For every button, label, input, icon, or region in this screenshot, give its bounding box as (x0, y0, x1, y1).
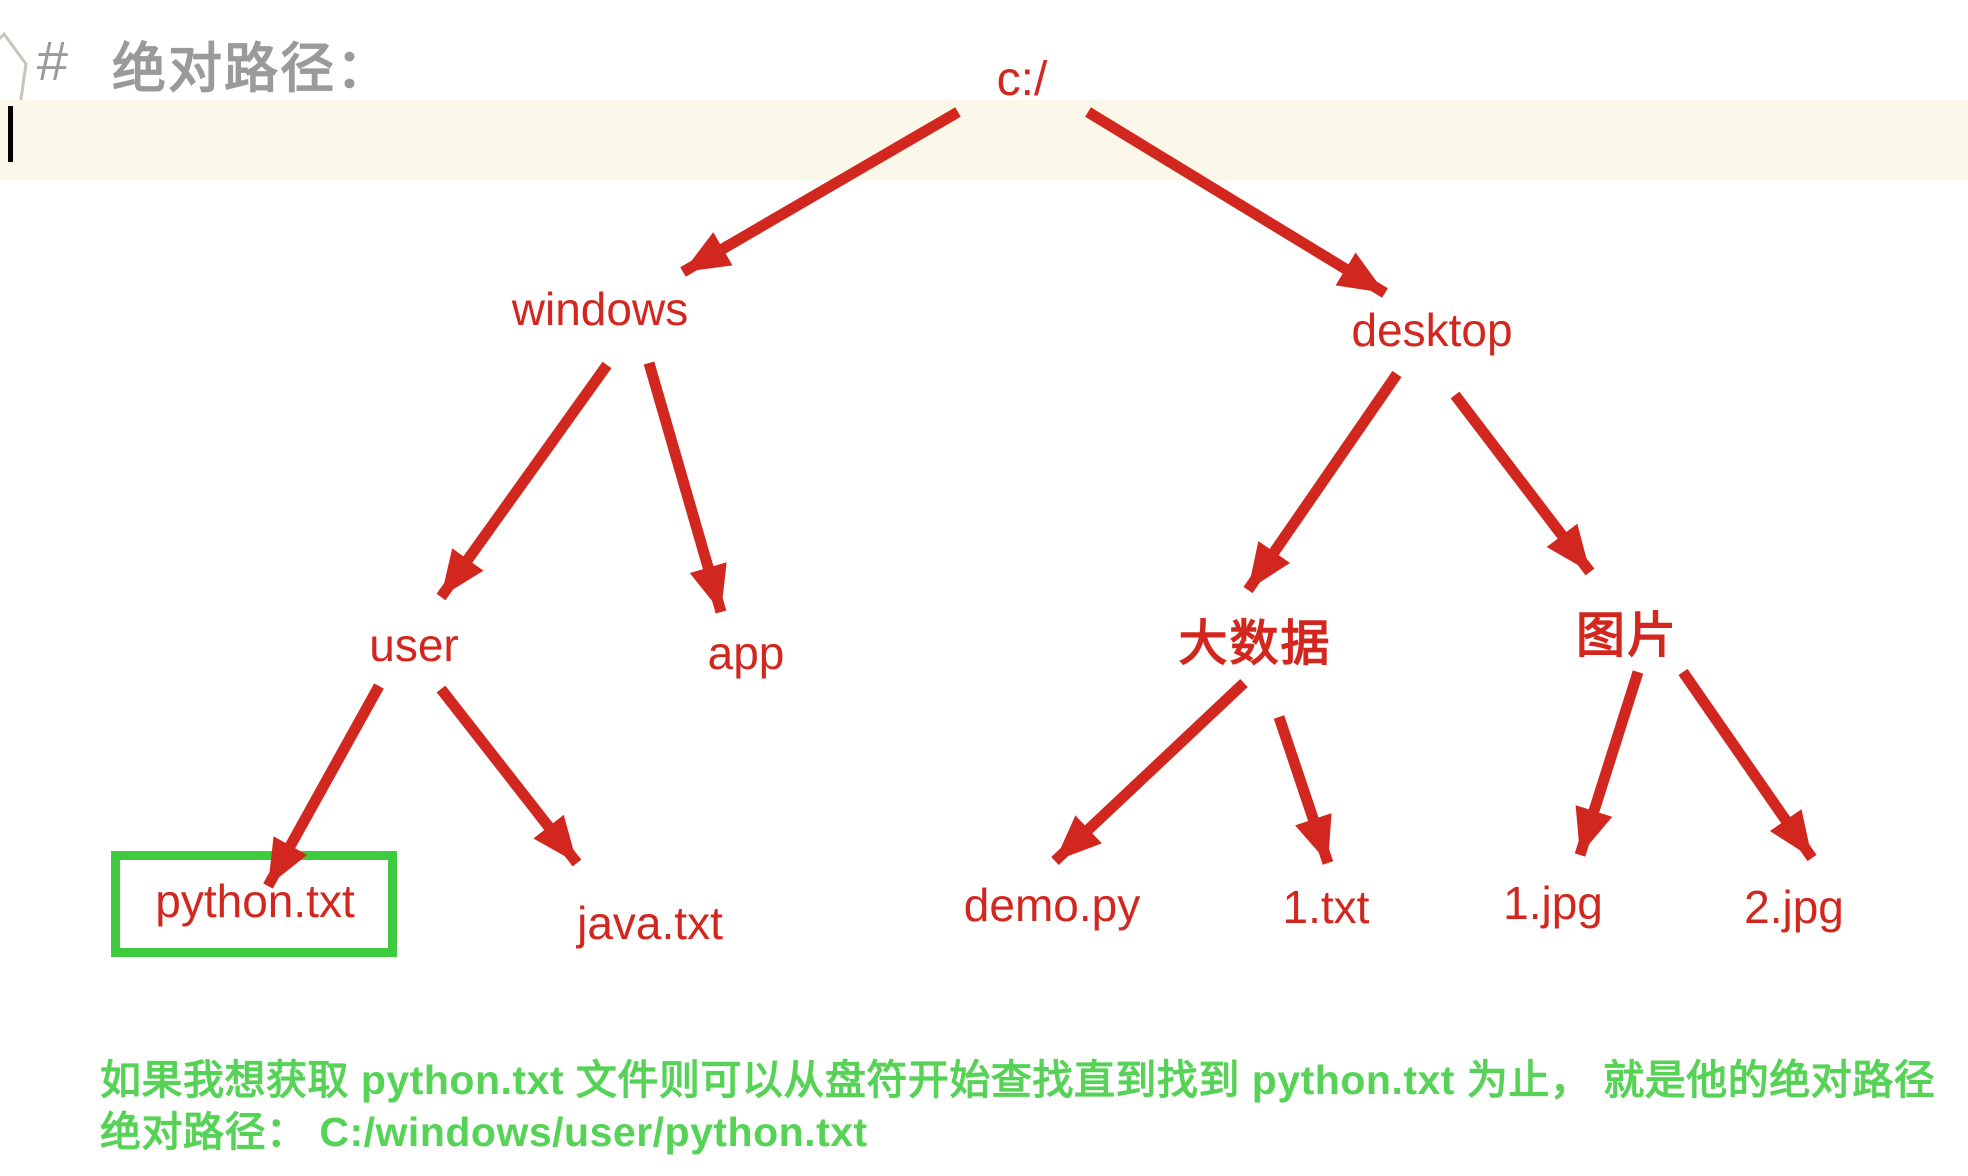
arrow-user-to-python (263, 683, 384, 889)
tree-node-pictures: 图片 (1575, 609, 1679, 663)
arrow-root-to-desktop (1085, 107, 1388, 298)
note-line-2: 绝对路径： C:/windows/user/python.txt (100, 1109, 868, 1155)
arrow-root-to-windows (680, 107, 961, 277)
tree-node-1-txt: 1.txt (1282, 881, 1370, 933)
arrow-windows-to-user (436, 361, 612, 601)
arrow-bigdata-to-demo (1051, 678, 1248, 866)
page-title: 绝对路径： (112, 39, 392, 99)
tree-node-windows: windows (511, 283, 689, 335)
heading-row: # 绝对路径： (0, 22, 1968, 100)
tree-node-1-jpg: 1.jpg (1503, 877, 1603, 929)
arrow-user-to-java (436, 685, 582, 867)
arrow-pictures-to-1jpg (1574, 670, 1644, 857)
note-line-1: 如果我想获取 python.txt 文件则可以从盘符开始查找直到找到 pytho… (100, 1057, 1936, 1103)
highlight-box (111, 851, 397, 957)
tree-node-java-txt: java.txt (577, 897, 723, 949)
heading-markdown-marker: # (36, 29, 68, 92)
arrow-desktop-to-pictures (1450, 391, 1595, 576)
text-cursor (8, 106, 13, 162)
tree-node-python-txt: python.txt (155, 875, 355, 927)
arrow-windows-to-app (643, 361, 727, 614)
tree-node-c-drive: c:/ (996, 53, 1048, 106)
arrow-pictures-to-2jpg (1678, 668, 1817, 862)
arrow-bigdata-to-1txt (1273, 715, 1334, 865)
tree-node-demo-py: demo.py (963, 879, 1141, 931)
tree-node-bigdata: 大数据 (1178, 617, 1332, 671)
editor-active-line[interactable] (0, 100, 1968, 180)
arrow-desktop-to-bigdata (1243, 370, 1402, 594)
tree-node-2-jpg: 2.jpg (1744, 881, 1844, 933)
tree-node-user: user (369, 619, 459, 671)
tree-node-desktop: desktop (1351, 304, 1513, 356)
tree-node-app: app (707, 627, 785, 679)
